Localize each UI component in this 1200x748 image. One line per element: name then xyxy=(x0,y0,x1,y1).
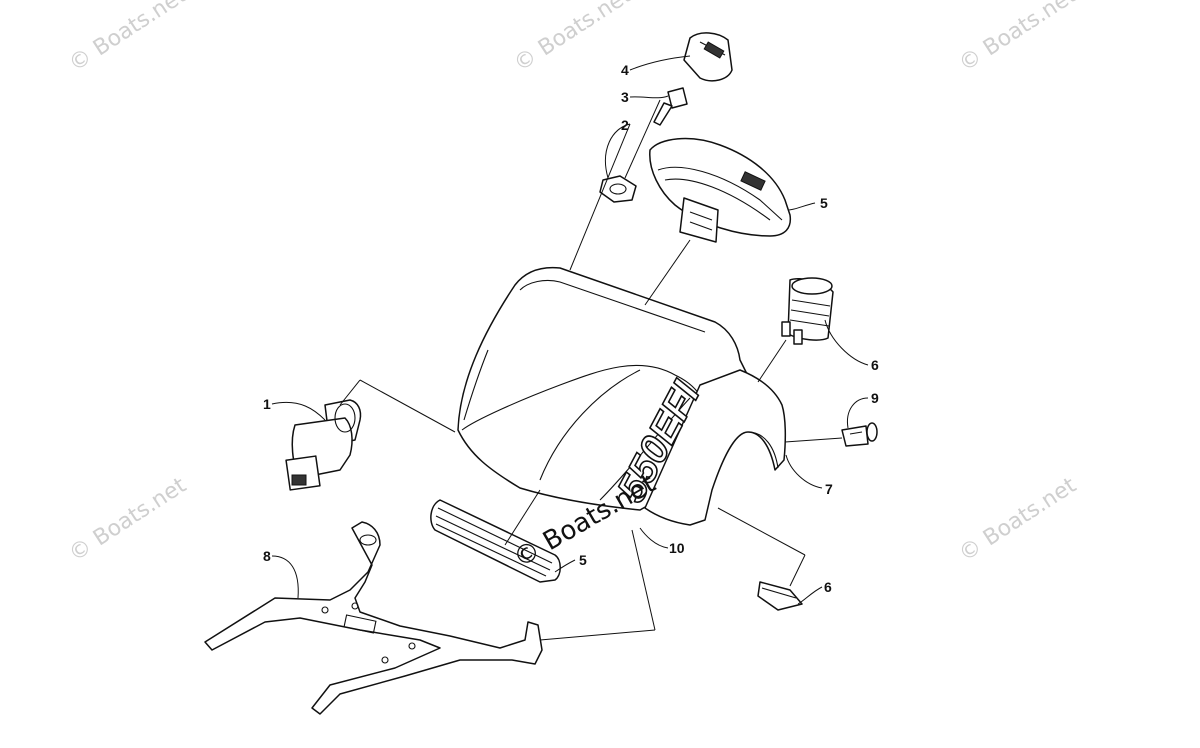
callout-8: 8 xyxy=(263,548,271,564)
gauge-part xyxy=(649,137,792,243)
key-cap-part xyxy=(683,32,733,82)
vent-part xyxy=(430,499,561,583)
callout-4: 4 xyxy=(621,62,629,78)
callouts: 1 2 3 4 5 6 9 7 10 5 6 8 xyxy=(263,62,879,595)
callout-5-top: 5 xyxy=(820,195,828,211)
callout-7: 7 xyxy=(825,481,833,497)
callout-3: 3 xyxy=(621,89,629,105)
nut-part xyxy=(757,581,803,611)
callout-10: 10 xyxy=(669,540,685,556)
callout-1: 1 xyxy=(263,396,271,412)
callout-6-top: 6 xyxy=(871,357,879,373)
bezel-part xyxy=(599,175,637,203)
callout-9: 9 xyxy=(871,390,879,406)
watermark: © Boats.net xyxy=(955,473,1081,567)
key-part xyxy=(653,87,688,126)
rivet-part xyxy=(841,422,878,447)
watermark: © Boats.net xyxy=(955,0,1081,77)
callout-6-bottom: 6 xyxy=(824,579,832,595)
hood-part: 550EFI xyxy=(457,266,787,526)
watermark: © Boats.net xyxy=(65,0,191,77)
bracket-part xyxy=(204,521,543,715)
callout-5-bottom: 5 xyxy=(579,552,587,568)
watermark: © Boats.net xyxy=(65,473,191,567)
ignition-switch-part xyxy=(285,399,362,491)
power-outlet-part xyxy=(781,277,834,345)
callout-2: 2 xyxy=(621,117,629,133)
watermark: © Boats.net xyxy=(510,0,636,77)
leader-lines xyxy=(271,55,869,641)
